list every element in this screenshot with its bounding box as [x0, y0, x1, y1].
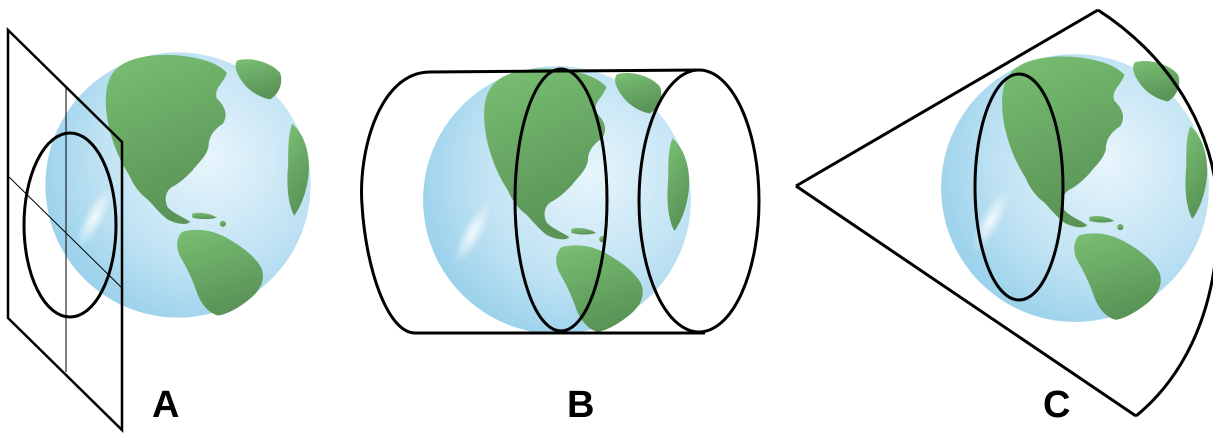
globe-c [941, 54, 1209, 322]
panel-c-conic-projection [796, 10, 1213, 416]
panel-b-cylindrical-projection [362, 66, 759, 334]
panel-c-label: C [1043, 386, 1070, 424]
globe-b [423, 66, 691, 334]
panel-a-label: A [152, 386, 179, 424]
panel-b-label: B [567, 386, 594, 424]
cylinder-left-end [362, 72, 430, 333]
globe-a [45, 52, 310, 317]
panel-a-planar-projection [8, 30, 311, 430]
